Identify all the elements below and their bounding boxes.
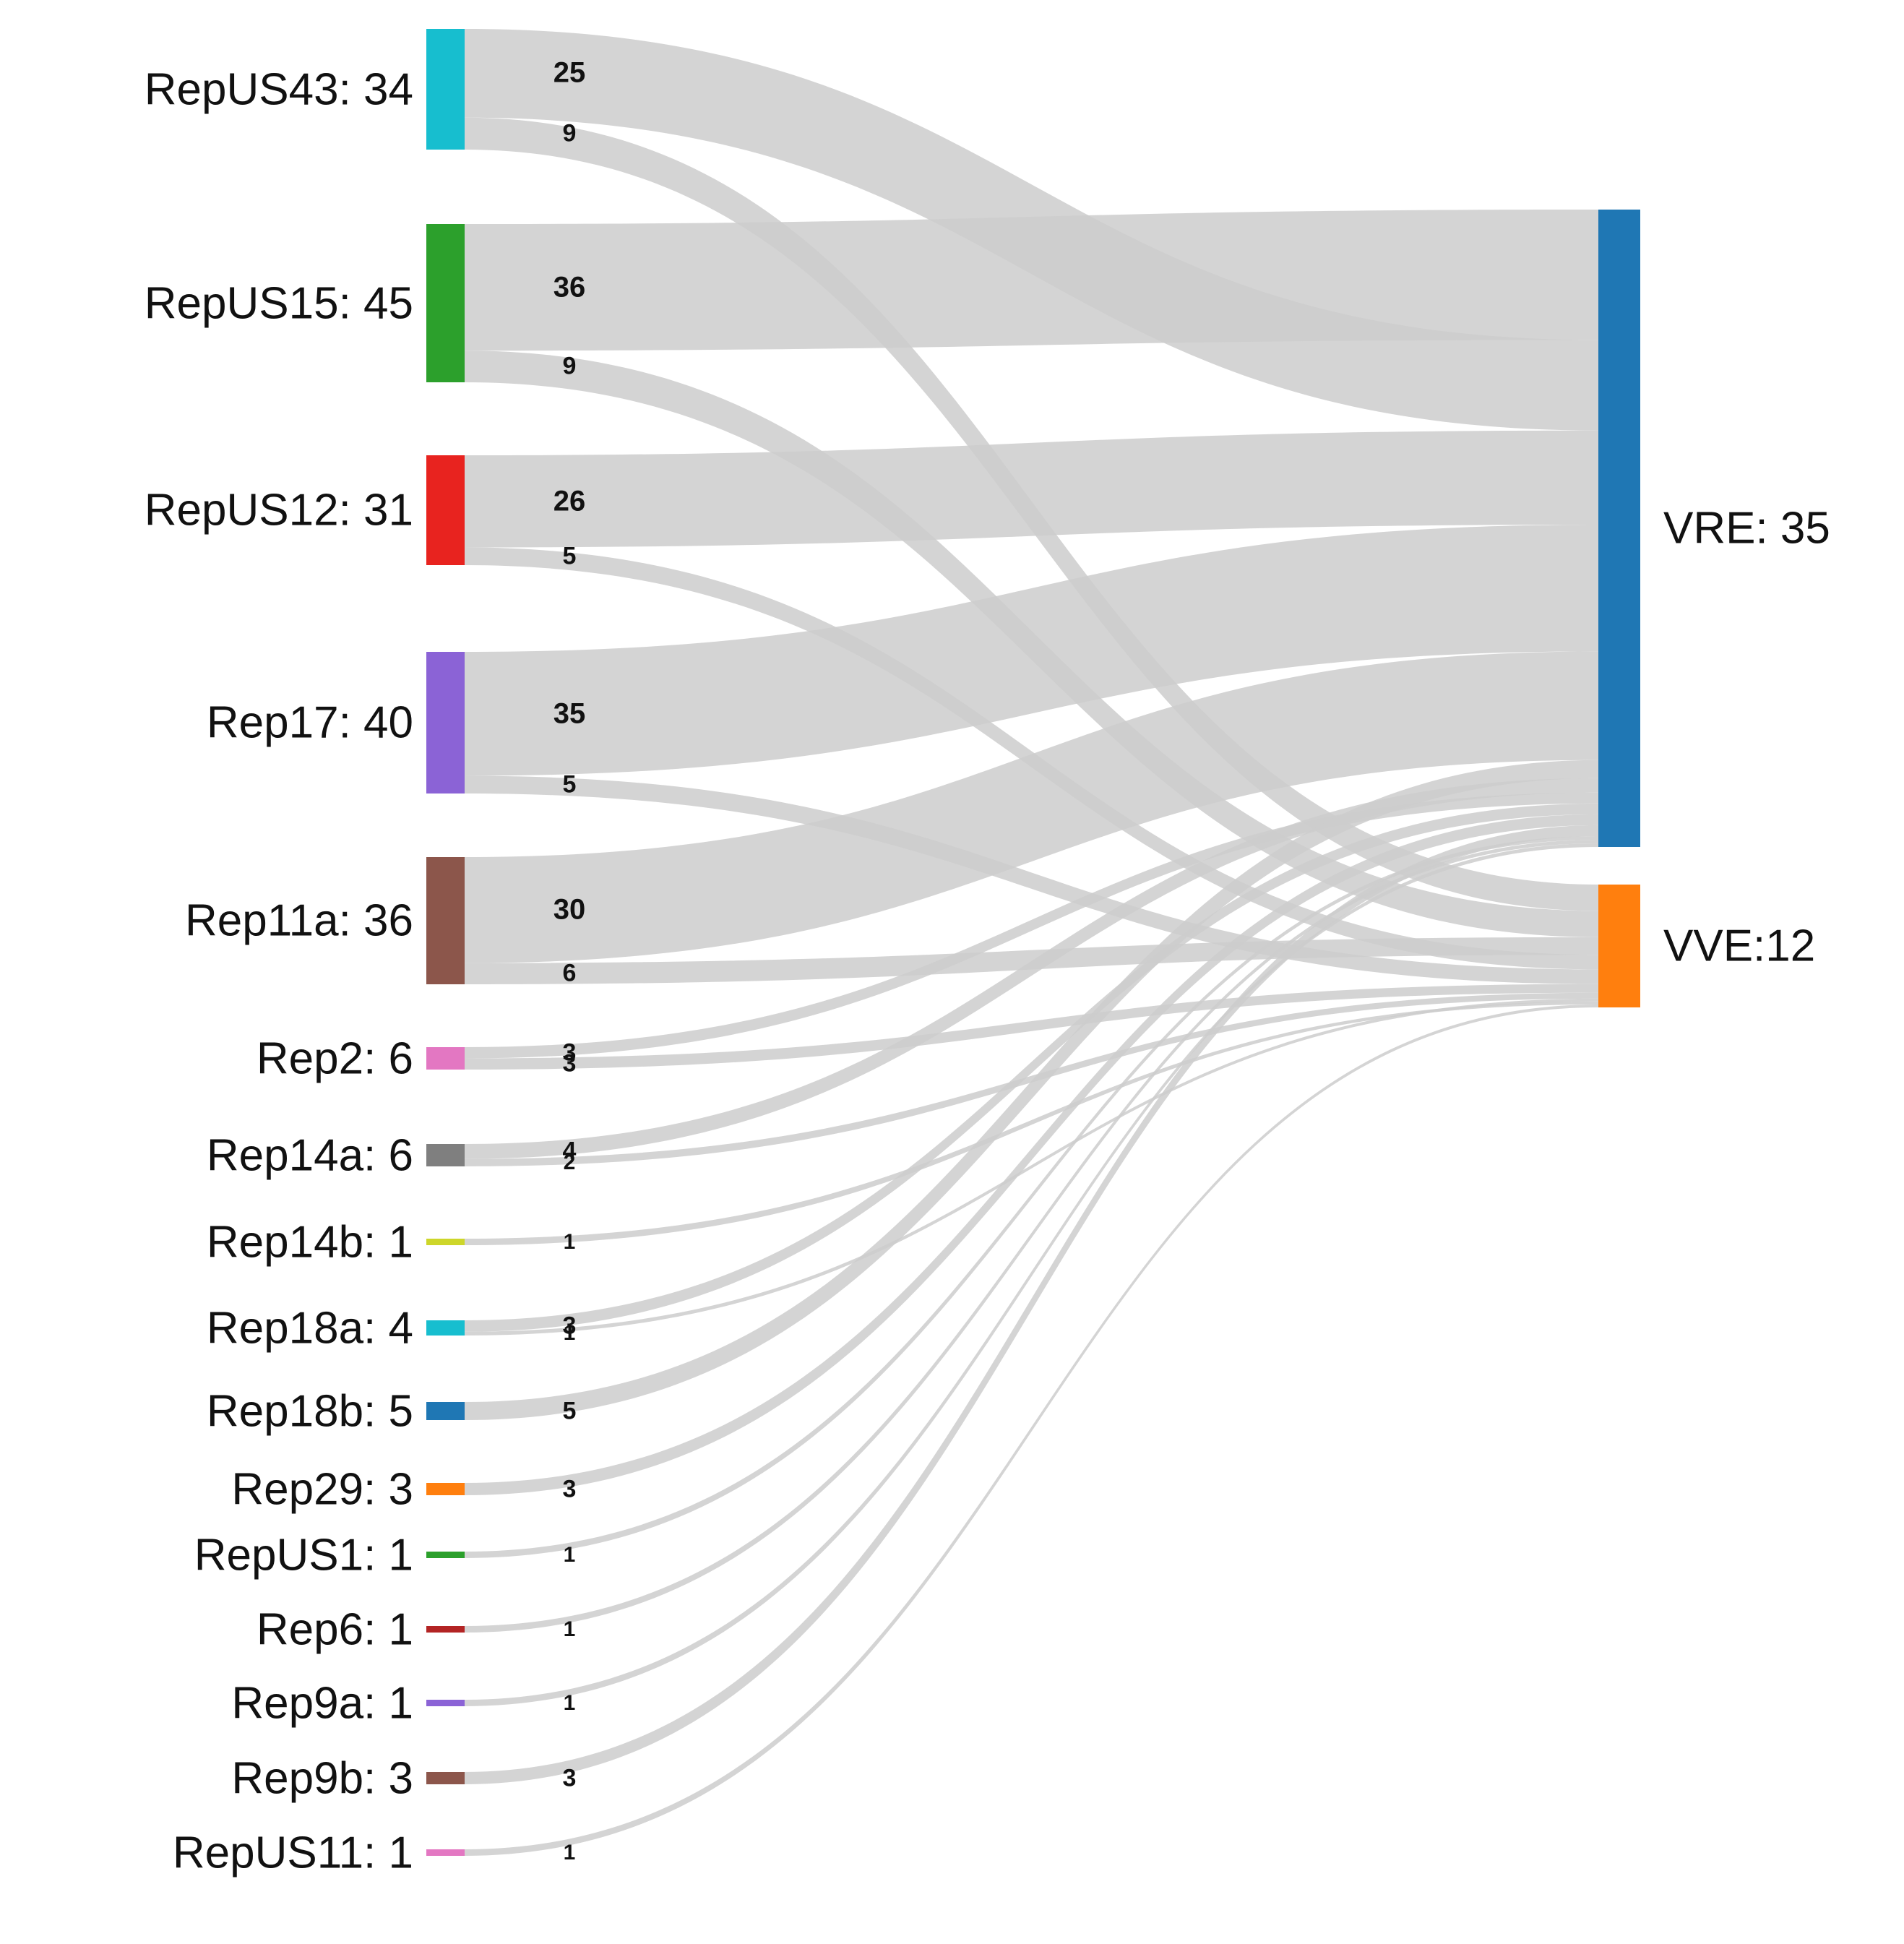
link-value-label: 6	[562, 959, 577, 987]
link-value-label: 1	[563, 1690, 576, 1715]
sankey-link[interactable]	[465, 992, 1598, 1166]
link-value-label: 30	[553, 893, 586, 926]
sankey-link[interactable]	[465, 825, 1598, 1784]
node-label-rep9b: Rep9b: 3	[231, 1753, 413, 1803]
sankey-link[interactable]	[465, 984, 1598, 1070]
node-label-repus12: RepUS12: 31	[144, 485, 413, 536]
node-label-rep6: Rep6: 1	[256, 1604, 413, 1654]
link-value-label: 9	[562, 119, 577, 147]
sankey-node-rep2[interactable]	[426, 1047, 465, 1070]
link-value-label: 4	[562, 1137, 577, 1165]
sankey-node-repus1[interactable]	[426, 1552, 465, 1558]
link-value-label: 3	[562, 1049, 577, 1078]
sankey-node-rep11a[interactable]	[426, 857, 465, 984]
link-value-label: 1	[563, 1229, 576, 1254]
node-label-rep18a: Rep18a: 4	[206, 1303, 413, 1353]
link-value-label: 3	[562, 1312, 577, 1340]
sankey-node-repus11[interactable]	[426, 1849, 465, 1856]
node-label-vve: VVE:12	[1663, 921, 1816, 971]
sankey-link[interactable]	[465, 1004, 1598, 1856]
link-value-label: 5	[562, 770, 577, 799]
sankey-node-rep9b[interactable]	[426, 1772, 465, 1784]
link-value-label: 36	[553, 271, 586, 304]
node-label-rep17: Rep17: 40	[206, 697, 413, 748]
node-label-vre: VRE: 35	[1663, 503, 1830, 554]
link-value-label: 1	[563, 1840, 576, 1865]
node-label-rep29: Rep29: 3	[231, 1464, 413, 1514]
node-label-repus15: RepUS15: 45	[144, 278, 413, 328]
link-value-label: 2	[563, 1150, 576, 1174]
sankey-link[interactable]	[465, 792, 1598, 1059]
sankey-link[interactable]	[465, 843, 1598, 1706]
link-value-label: 3	[562, 1475, 577, 1502]
link-value-label: 1	[563, 1542, 576, 1567]
sankey-node-vve[interactable]	[1598, 885, 1640, 1007]
node-label-repus1: RepUS1: 1	[194, 1530, 413, 1580]
sankey-link[interactable]	[465, 1001, 1598, 1245]
sankey-node-rep9a[interactable]	[426, 1700, 465, 1706]
sankey-link[interactable]	[465, 775, 1598, 984]
sankey-link[interactable]	[465, 835, 1598, 1558]
sankey-node-rep29[interactable]	[426, 1483, 465, 1495]
link-value-label: 26	[553, 485, 586, 517]
sankey-node-repus43[interactable]	[426, 29, 465, 150]
sankey-node-repus12[interactable]	[426, 455, 465, 565]
sankey-link[interactable]	[465, 814, 1598, 1495]
link-value-label: 1	[563, 1321, 576, 1346]
sankey-node-vre[interactable]	[1598, 210, 1640, 847]
sankey-node-rep6[interactable]	[426, 1626, 465, 1633]
node-label-rep18b: Rep18b: 5	[206, 1386, 413, 1436]
node-label-rep14b: Rep14b: 1	[206, 1217, 413, 1267]
sankey-link[interactable]	[465, 998, 1598, 1336]
link-value-label: 5	[562, 542, 577, 570]
sankey-link[interactable]	[465, 839, 1598, 1633]
sankey-link[interactable]	[465, 430, 1598, 548]
sankey-link[interactable]	[465, 651, 1598, 963]
node-label-rep11a: Rep11a: 36	[185, 895, 413, 946]
link-value-label: 25	[553, 56, 586, 89]
node-label-rep2: Rep2: 6	[256, 1033, 413, 1083]
node-label-repus11: RepUS11: 1	[172, 1828, 413, 1878]
link-value-label: 9	[562, 352, 577, 380]
sankey-node-rep14b[interactable]	[426, 1239, 465, 1245]
node-label-repus43: RepUS43: 34	[144, 64, 413, 114]
link-value-label: 35	[553, 697, 586, 730]
sankey-link[interactable]	[465, 937, 1598, 984]
sankey-node-repus15[interactable]	[426, 224, 465, 382]
sankey-node-rep18a[interactable]	[426, 1320, 465, 1336]
link-value-label: 5	[562, 1397, 577, 1424]
sankey-node-rep14a[interactable]	[426, 1144, 465, 1166]
sankey-link[interactable]	[465, 210, 1598, 351]
sankey-node-rep18b[interactable]	[426, 1402, 465, 1420]
node-label-rep9a: Rep9a: 1	[231, 1678, 413, 1728]
sankey-link[interactable]	[465, 760, 1598, 1420]
sankey-link[interactable]	[465, 778, 1598, 1159]
sankey-link[interactable]	[465, 524, 1598, 776]
link-layer	[465, 29, 1598, 1856]
link-value-label: 3	[562, 1038, 577, 1067]
link-value-label: 1	[563, 1617, 576, 1641]
sankey-node-rep17[interactable]	[426, 652, 465, 793]
link-value-label: 3	[562, 1764, 577, 1792]
sankey-link[interactable]	[465, 803, 1598, 1332]
node-label-rep14a: Rep14a: 6	[206, 1130, 413, 1180]
